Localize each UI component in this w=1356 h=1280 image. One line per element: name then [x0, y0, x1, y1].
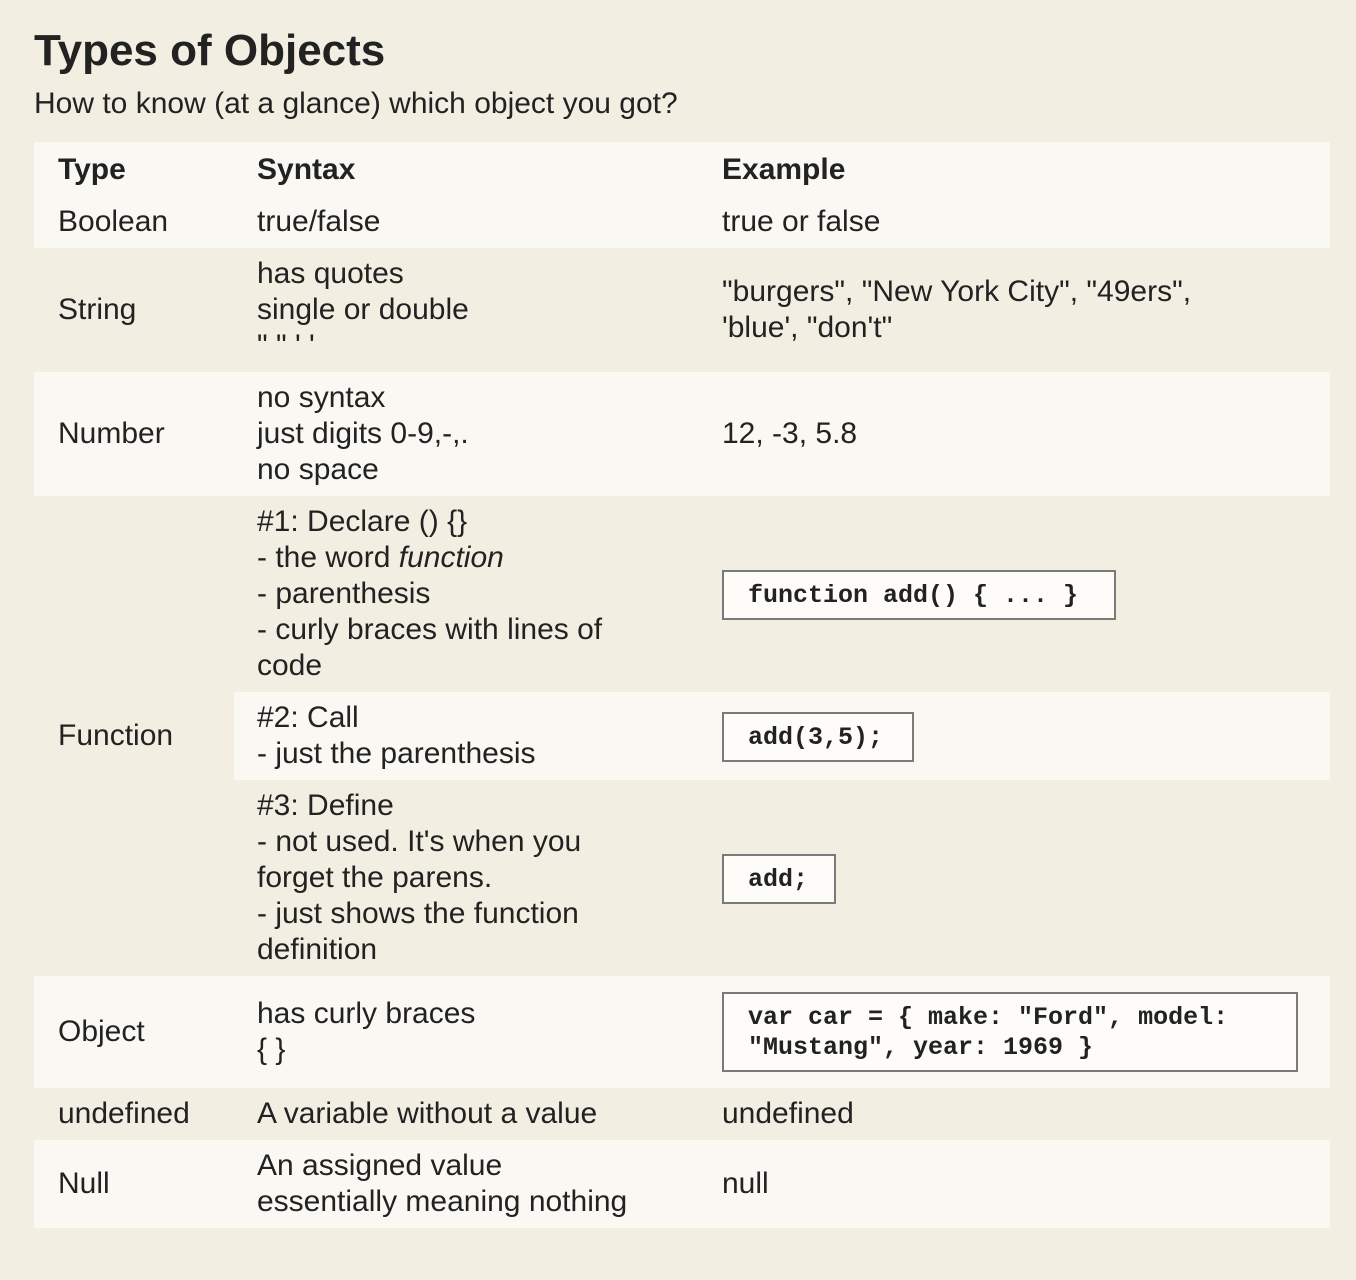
table-header-row: Type Syntax Example Boolean true/false t… [34, 142, 1330, 248]
number-syntax-line: no space [257, 453, 379, 486]
object-row: Object has curly braces { } var car = { … [34, 976, 1330, 1088]
undefined-syntax: A variable without a value [257, 1097, 598, 1130]
string-example-line: "burgers", "New York City", "49ers", [722, 275, 1192, 308]
function-declare-keyword: function [398, 541, 504, 574]
null-syntax-line: essentially meaning nothing [257, 1185, 628, 1218]
function-call-line: #2: Call [257, 701, 359, 734]
string-type: String [58, 293, 137, 326]
object-syntax-line: { } [257, 1033, 286, 1066]
function-call-syntax: #2: Call - just the parenthesis [257, 700, 687, 772]
function-row: Function #1: Declare () {} - the word fu… [34, 496, 1330, 976]
boolean-type: Boolean [58, 205, 169, 238]
page-title: Types of Objects [34, 26, 386, 75]
null-syntax: An assigned value essentially meaning no… [257, 1148, 687, 1220]
function-define-line: - just shows the function [257, 897, 579, 930]
boolean-syntax: true/false [257, 205, 381, 238]
function-define-line: forget the parens. [257, 861, 493, 894]
number-syntax-line: just digits 0-9,-,. [257, 417, 469, 450]
string-row: String has quotes single or double " " '… [34, 248, 1330, 372]
string-syntax-line: has quotes [257, 257, 404, 290]
object-syntax-line: has curly braces [257, 997, 476, 1030]
boolean-example: true or false [722, 205, 881, 238]
undefined-row: undefined A variable without a value und… [34, 1088, 1330, 1140]
number-type: Number [58, 417, 165, 450]
string-example: "burgers", "New York City", "49ers", 'bl… [722, 274, 1282, 346]
function-declare-line: code [257, 649, 323, 682]
function-declare-line: - curly braces with lines of [257, 613, 603, 646]
function-declare-line: - the word function [257, 540, 687, 576]
function-define-line: #3: Define [257, 789, 394, 822]
undefined-type: undefined [58, 1097, 190, 1130]
function-define-code: add; [722, 854, 836, 904]
header-example: Example [722, 153, 846, 186]
number-syntax: no syntax just digits 0-9,-,. no space [257, 380, 687, 488]
object-type: Object [58, 1015, 145, 1048]
object-code: var car = { make: "Ford", model: "Mustan… [722, 992, 1298, 1072]
object-types-table: Type Syntax Example Boolean true/false t… [34, 142, 1330, 1228]
function-declare-line: - parenthesis [257, 577, 431, 610]
string-example-line: 'blue', "don't" [722, 311, 893, 344]
page-subtitle: How to know (at a glance) which object y… [34, 87, 678, 120]
number-row: Number no syntax just digits 0-9,-,. no … [34, 372, 1330, 496]
null-syntax-line: An assigned value [257, 1149, 503, 1182]
function-type: Function [58, 719, 174, 752]
object-code-line: "Mustang", year: 1969 } [748, 1033, 1094, 1062]
function-declare-prefix: - the word [257, 541, 399, 574]
header-syntax: Syntax [257, 153, 356, 186]
function-call-code: add(3,5); [722, 712, 914, 762]
undefined-example: undefined [722, 1097, 854, 1130]
null-type: Null [58, 1167, 110, 1200]
object-syntax: has curly braces { } [257, 996, 687, 1068]
function-declare-code: function add() { ... } [722, 570, 1116, 620]
null-row: Null An assigned value essentially meani… [34, 1140, 1330, 1228]
string-syntax: has quotes single or double " " ' ' [257, 256, 687, 346]
header-type: Type [58, 153, 126, 186]
function-declare-line: #1: Declare () {} [257, 505, 468, 538]
null-example: null [722, 1167, 769, 1200]
object-code-line: var car = { make: "Ford", model: [748, 1003, 1229, 1032]
function-define-syntax: #3: Define - not used. It's when you for… [257, 788, 687, 968]
number-syntax-line: no syntax [257, 381, 386, 414]
number-example: 12, -3, 5.8 [722, 417, 858, 450]
string-syntax-line: single or double [257, 293, 469, 326]
function-define-line: - not used. It's when you [257, 825, 582, 858]
function-call-line: - just the parenthesis [257, 737, 536, 770]
function-define-line: definition [257, 933, 378, 966]
string-syntax-line: " " ' ' [257, 329, 315, 346]
function-declare-syntax: #1: Declare () {} - the word function - … [257, 504, 687, 684]
